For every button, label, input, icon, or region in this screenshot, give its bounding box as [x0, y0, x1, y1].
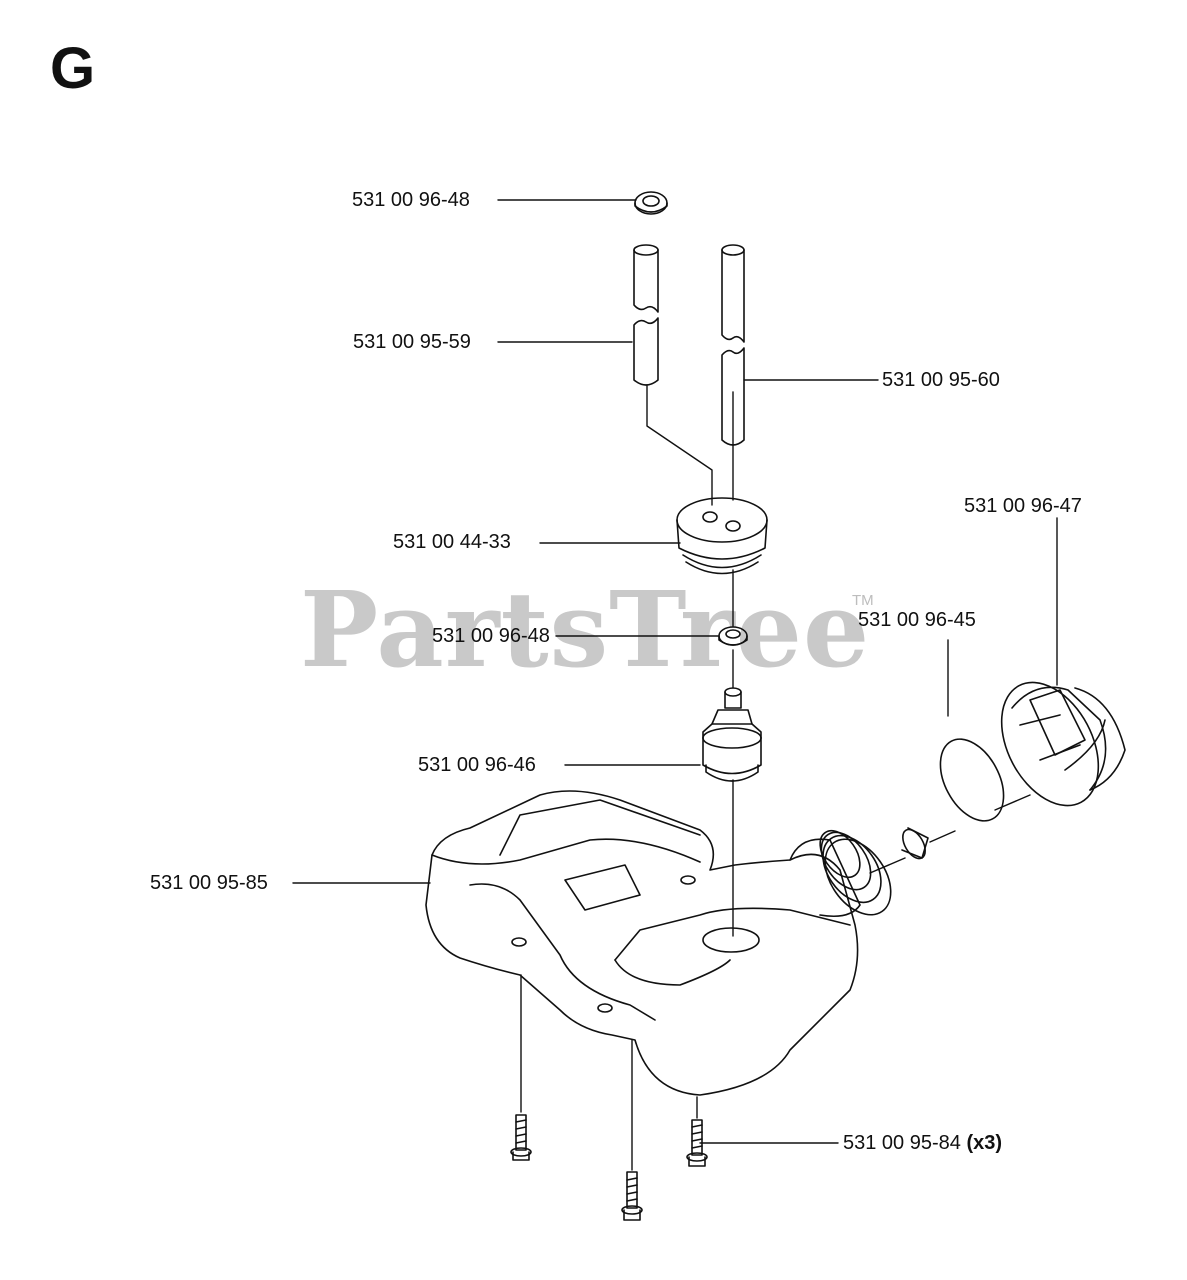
callout-fuel-hose-right: 531 00 95-60 [882, 369, 1000, 391]
fuel-hose-left-part [634, 245, 658, 385]
cap-tether-part [898, 826, 930, 863]
section-letter: G [50, 36, 96, 101]
callout-fuel-hose-left: 531 00 95-59 [353, 331, 471, 353]
screw-middle-part [622, 1172, 642, 1220]
callout-grommet: 531 00 44-33 [393, 531, 511, 553]
callout-washer-mid: 531 00 96-48 [432, 625, 550, 647]
cap-gasket-part [928, 728, 1017, 831]
fuel-hose-right-part [722, 245, 744, 445]
fuel-cap-part [982, 666, 1125, 822]
fuel-tank-part [426, 791, 860, 1095]
callout-washer-top: 531 00 96-48 [352, 189, 470, 211]
washer-mid-part [719, 627, 747, 645]
grommet-part [677, 498, 767, 574]
callout-screw-number: 531 00 95-84 [843, 1132, 961, 1154]
watermark: PartsTree [300, 568, 871, 691]
callout-cap-gasket: 531 00 96-45 [858, 609, 976, 631]
callout-screw-quantity: (x3) [966, 1132, 1003, 1154]
fuel-filter-part [703, 688, 761, 781]
callout-fuel-tank: 531 00 95-85 [150, 872, 268, 894]
watermark-trademark: TM [852, 592, 874, 609]
callout-fuel-filter: 531 00 96-46 [418, 754, 536, 776]
screw-left-part [511, 1115, 531, 1160]
screw-right-part [687, 1120, 707, 1166]
tank-filler-neck-part [811, 823, 904, 927]
leader-lines [292, 199, 1058, 1171]
callout-fuel-cap: 531 00 96-47 [964, 495, 1082, 517]
callout-screw: 531 00 95-84 (x3) [843, 1133, 1002, 1153]
washer-top-part [635, 192, 667, 214]
